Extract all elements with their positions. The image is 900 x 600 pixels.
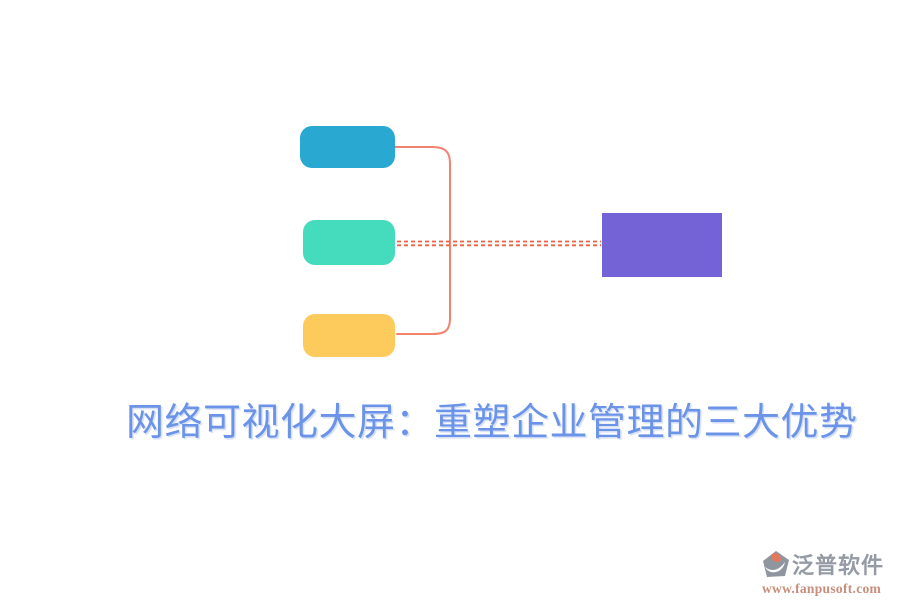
bracket-connector-line <box>394 145 451 336</box>
branch-node-bottom[interactable] <box>303 314 395 357</box>
watermark: 泛普软件 www.fanpusoft.com <box>762 548 896 597</box>
logo-leaf-shape <box>771 553 781 562</box>
branch-node-top[interactable] <box>300 126 395 168</box>
watermark-url-text: www.fanpusoft.com <box>762 581 882 596</box>
logo-swoosh-shape <box>765 562 785 573</box>
fanpu-logo-icon <box>763 551 789 577</box>
root-node[interactable] <box>602 213 722 277</box>
watermark-brand-text: 泛普软件 <box>792 553 885 578</box>
branch-node-middle[interactable] <box>303 220 395 265</box>
page-title: 网络可视化大屏：重塑企业管理的三大优势 <box>126 402 858 444</box>
